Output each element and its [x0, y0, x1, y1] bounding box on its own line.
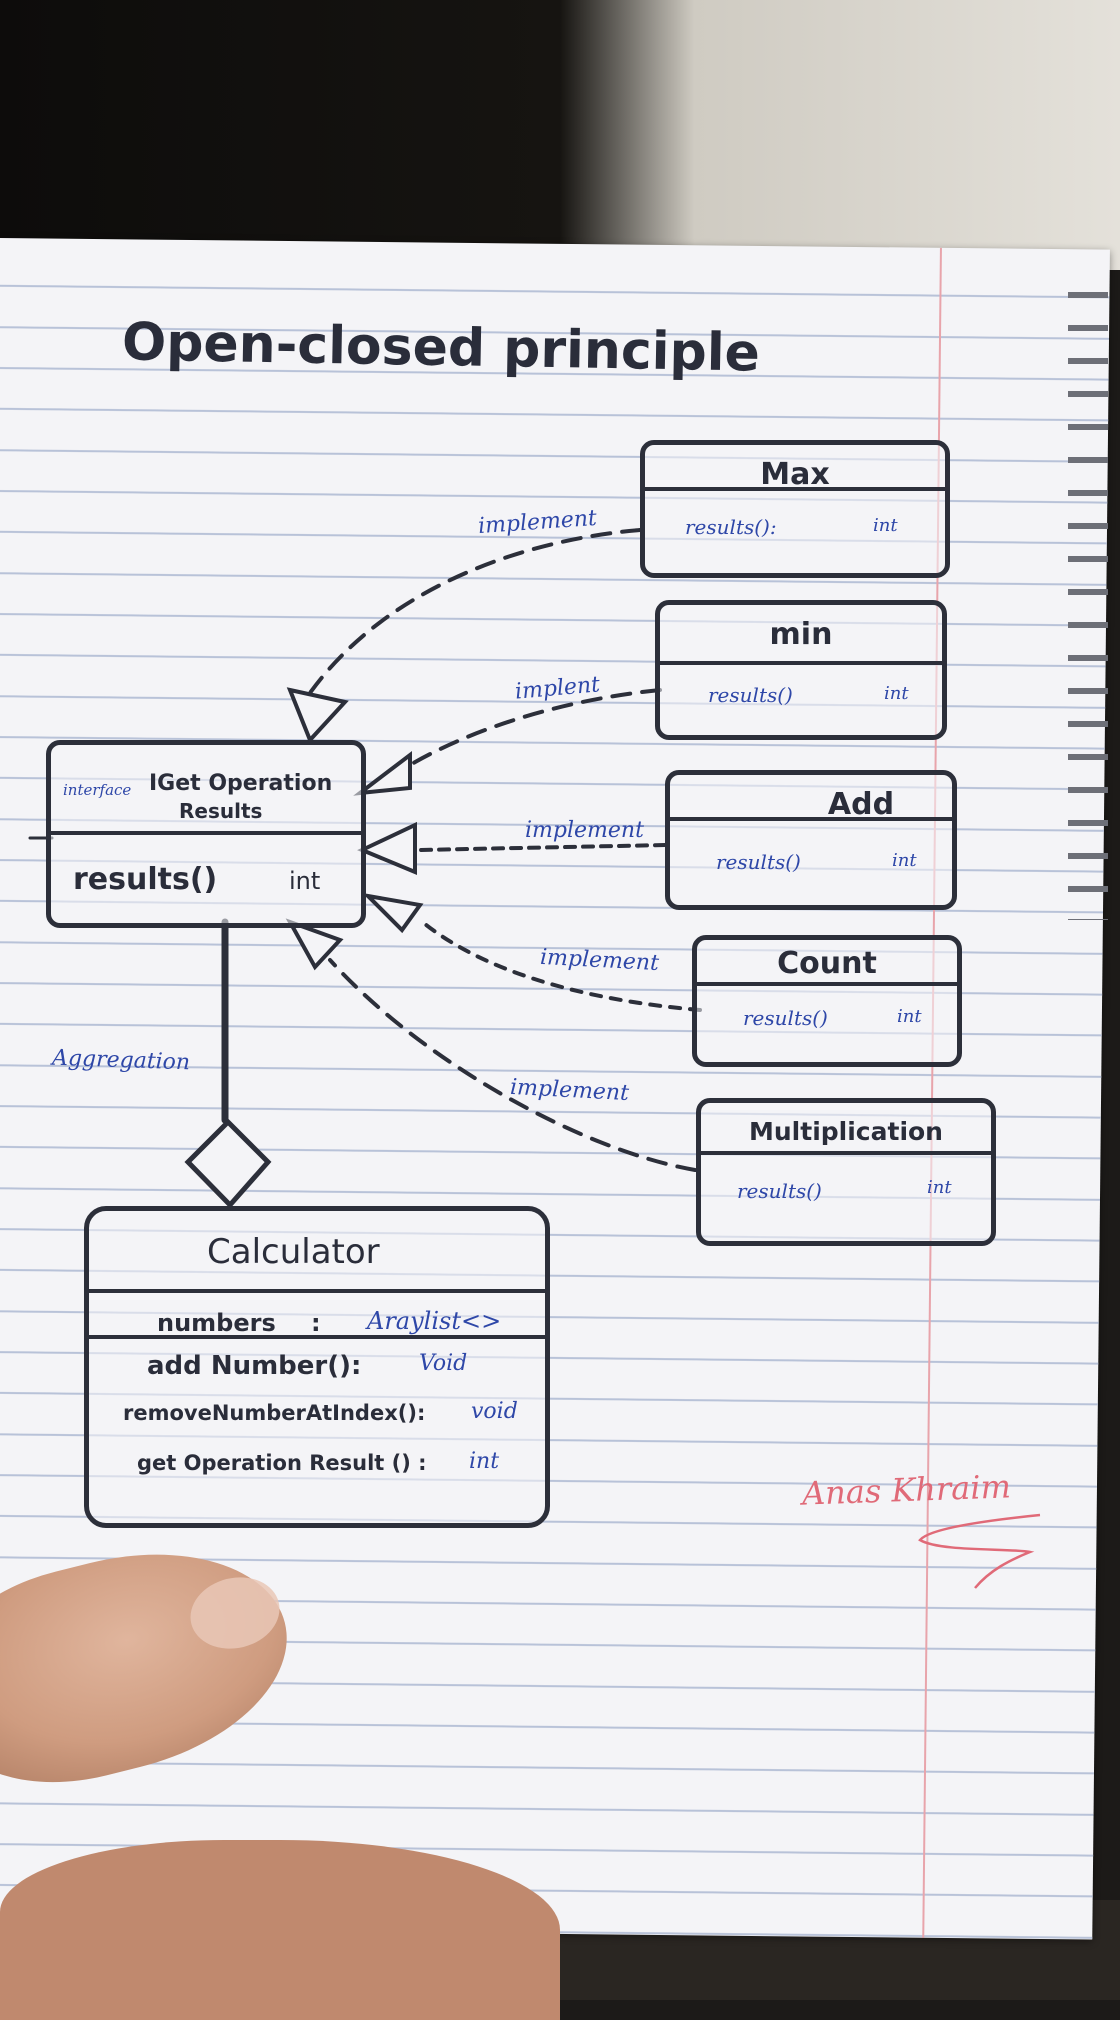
class-return-type-multiplication: int: [927, 1177, 952, 1198]
interface-name-line2: Results: [179, 799, 263, 823]
arrowhead-max: [286, 687, 349, 744]
aggregation-diamond: [184, 1118, 272, 1209]
class-return-type-count: int: [897, 1006, 922, 1027]
class-box-calculator: Calculator numbers : Araylist<> add Numb…: [84, 1206, 550, 1528]
class-name-count: Count: [777, 946, 877, 981]
class-divider-multiplication: [701, 1151, 991, 1155]
arrowhead-count: [362, 892, 424, 934]
notebook-spiral-binding: [1068, 270, 1108, 920]
class-divider-count: [697, 982, 957, 986]
class-method-multiplication: results(): [737, 1179, 822, 1203]
implement-line-max: [303, 528, 642, 702]
calculator-method-add-number-return: Void: [419, 1351, 468, 1376]
calculator-method-remove-number: removeNumberAtIndex():: [123, 1401, 426, 1425]
calculator-field-name: numbers: [157, 1309, 276, 1337]
class-divider-max: [645, 487, 945, 491]
calculator-method-get-result: get Operation Result () :: [137, 1451, 427, 1475]
interface-method: results(): [73, 862, 218, 897]
calculator-field-separator: :: [311, 1309, 321, 1337]
class-method-max: results():: [685, 515, 777, 539]
relation-label-add: implement: [525, 818, 644, 843]
class-return-type-add: int: [892, 850, 917, 871]
hand-palm: [0, 1840, 560, 2020]
class-box-count: Count results() int: [692, 935, 962, 1067]
class-box-add: Add results() int: [665, 770, 957, 910]
class-box-min: min results() int: [655, 600, 947, 740]
calculator-divider-name: [89, 1289, 545, 1293]
class-name-min: min: [769, 617, 833, 652]
implement-line-count: [418, 918, 702, 1012]
interface-return-type: int: [289, 867, 321, 895]
interface-stereotype: interface: [63, 781, 132, 799]
class-method-count: results(): [743, 1006, 828, 1030]
class-box-max: Max results(): int: [640, 440, 950, 578]
class-name-add: Add: [827, 787, 895, 822]
implement-line-multiplication: [328, 958, 697, 1172]
interface-divider: [51, 831, 361, 835]
interface-box: interface IGet Operation Results results…: [46, 740, 366, 928]
interface-name-line1: IGet Operation: [149, 771, 333, 796]
implement-line-add: [418, 843, 667, 852]
arrowhead-multiplication: [285, 918, 344, 971]
arrowhead-min: [353, 750, 412, 796]
class-method-add: results(): [716, 850, 801, 874]
calculator-method-remove-number-return: void: [471, 1399, 518, 1424]
class-box-multiplication: Multiplication results() int: [696, 1098, 996, 1246]
class-name-multiplication: Multiplication: [749, 1117, 943, 1146]
calculator-divider-fields: [89, 1335, 545, 1339]
class-return-type-min: int: [884, 683, 909, 704]
calculator-method-get-result-return: int: [469, 1449, 500, 1474]
class-divider-add: [670, 817, 952, 821]
class-method-min: results(): [708, 683, 793, 707]
class-return-type-max: int: [873, 515, 898, 536]
background-wall: [0, 0, 1120, 270]
calculator-field-type: Araylist<>: [367, 1307, 502, 1335]
calculator-method-add-number: add Number():: [147, 1351, 362, 1381]
arrowhead-add: [357, 821, 417, 875]
class-name-max: Max: [760, 457, 830, 492]
class-divider-min: [660, 661, 942, 665]
class-name-calculator: Calculator: [207, 1232, 380, 1272]
implement-line-min: [408, 688, 662, 767]
